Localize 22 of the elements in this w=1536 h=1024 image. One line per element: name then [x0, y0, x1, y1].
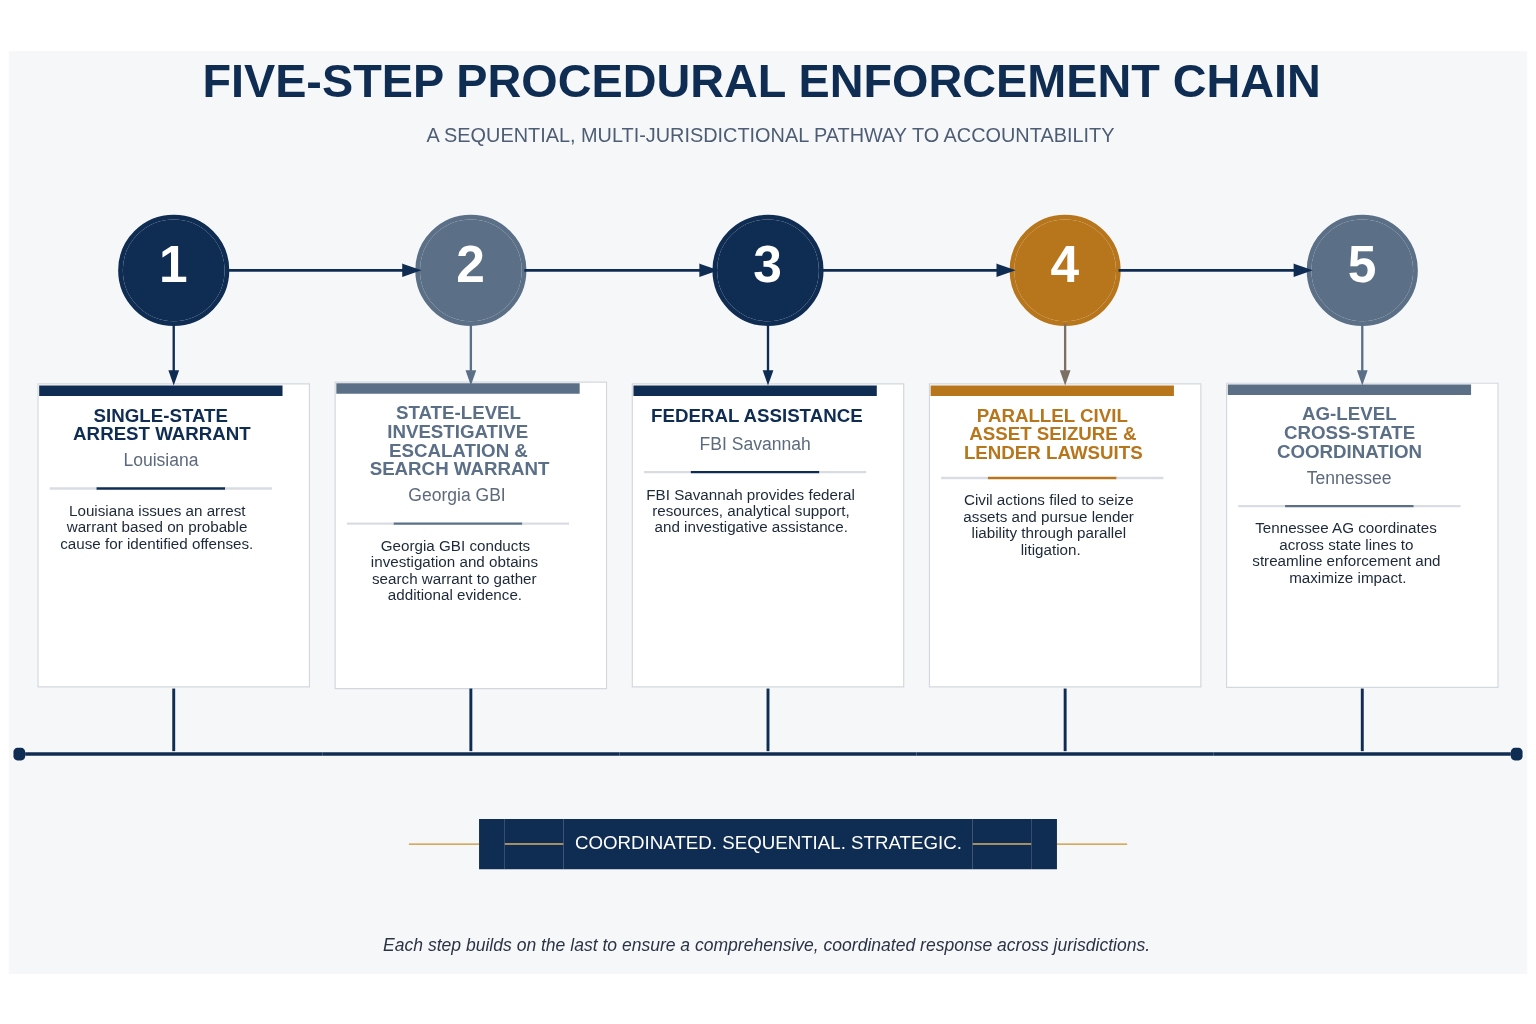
arrow — [524, 263, 719, 277]
connector — [766, 688, 770, 751]
label: A SEQUENTIAL, MULTI-JURISDICTIONAL PATHWAY TO ACCOUNTABILITY — [426, 123, 1115, 146]
arrow — [762, 323, 774, 386]
arrow — [1059, 323, 1071, 386]
node-circle: 3 — [712, 214, 824, 326]
arrow — [821, 263, 1016, 277]
arrow — [1356, 323, 1368, 386]
node-circle: 2 — [415, 214, 527, 326]
node-circle: 1 — [118, 214, 230, 326]
arrow — [227, 263, 422, 277]
connector — [172, 688, 176, 751]
node-circle: 4 — [1009, 214, 1121, 326]
node-circle: 5 — [1306, 214, 1418, 326]
arrow — [1118, 263, 1313, 277]
connector — [1360, 688, 1364, 751]
arrow — [465, 323, 477, 386]
connector — [1063, 688, 1067, 751]
caption: Each step builds on the last to ensure a comprehensive, coordinated response across jurisdictions. — [383, 934, 1151, 955]
arrow — [168, 323, 180, 386]
connector — [469, 688, 473, 751]
diagram-title: FIVE-STEP PROCEDURAL ENFORCEMENT CHAIN — [202, 54, 1321, 107]
